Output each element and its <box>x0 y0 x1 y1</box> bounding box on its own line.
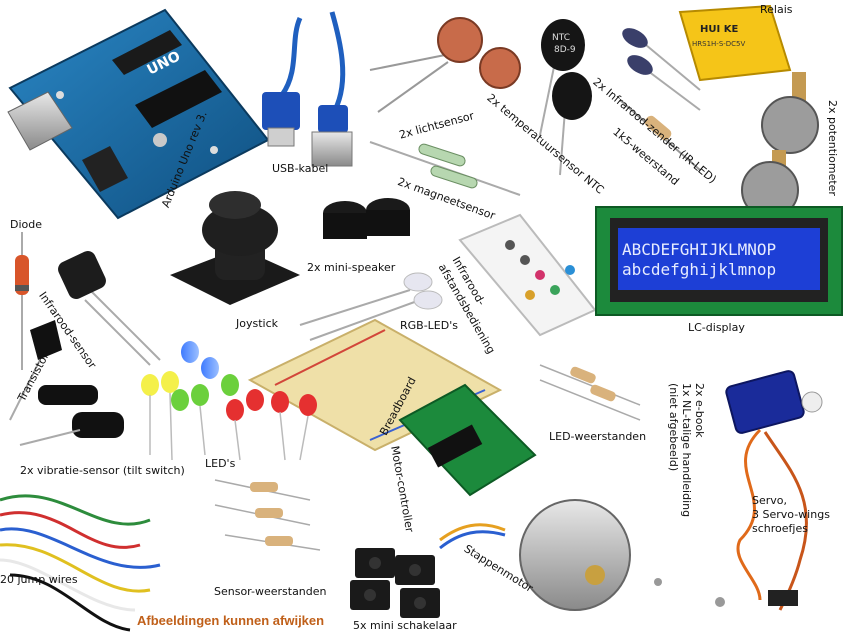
ntc-marking-top: NTC <box>552 33 570 43</box>
label-led-resistors: LED-weerstanden <box>549 430 647 443</box>
label-mini-speaker: 2x mini-speaker <box>307 261 396 274</box>
tilt-switch-image <box>19 385 124 446</box>
label-sensor-resistors: Sensor-weerstanden <box>214 585 327 598</box>
resistor-1k5-image <box>619 99 701 171</box>
ir-led-image <box>622 28 701 111</box>
transistor-image <box>9 320 62 421</box>
ir-remote-image <box>458 213 597 337</box>
label-servo-1: Servo, <box>752 494 788 507</box>
relay-model-marking: HRS1H-S-DC5V <box>692 40 746 48</box>
servo-image <box>725 370 823 611</box>
ldr-image <box>369 17 521 113</box>
lcd-line-2: abcdefghijklmnop <box>622 260 776 279</box>
ir-sensor-image <box>58 251 161 366</box>
ntc-marking-bottom: 8D-9 <box>554 45 576 55</box>
led-resistors-image <box>539 364 641 421</box>
label-servo-3: schroefjes <box>752 522 808 535</box>
label-joystick: Joystick <box>236 317 279 330</box>
label-ebook-1: 2x e-book <box>693 383 706 438</box>
stepper-motor-image <box>439 499 631 611</box>
label-ebook-2: 1x NL-talige handleiding <box>680 383 693 518</box>
label-push-buttons: 5x mini schakelaar <box>353 619 457 632</box>
lcd-line-1: ABCDEFGHIJKLMNOP <box>622 240 776 259</box>
label-diode: Diode <box>10 218 43 231</box>
reed-switch-image <box>369 141 521 196</box>
usb-cable-image <box>262 11 353 167</box>
led-cluster-image <box>141 341 317 461</box>
label-tilt-switch: 2x vibratie-sensor (tilt switch) <box>20 464 185 477</box>
relay-image: HUI KE HRS1H-S-DC5V <box>678 4 792 82</box>
label-potentiometer: 2x potentiometer <box>826 100 839 196</box>
arduino-board-image: UNO <box>7 8 270 220</box>
label-usb-cable: USB-kabel <box>272 162 329 175</box>
label-leds: LED's <box>205 457 236 470</box>
joystick-image <box>170 191 300 305</box>
label-jumper-wires: 20 jump wires <box>0 573 78 586</box>
disclaimer-text: Afbeeldingen kunnen afwijken <box>137 613 325 628</box>
label-servo-2: 3 Servo-wings <box>752 508 830 521</box>
label-relay: Relais <box>760 3 793 16</box>
relay-brand-marking: HUI KE <box>700 24 738 35</box>
push-buttons-image <box>350 548 440 618</box>
label-ebook-3: (niet afgebeeld) <box>667 383 680 472</box>
motor-controller-image <box>398 383 537 497</box>
rgb-led-image <box>299 272 443 341</box>
ntc-thermistor-image: NTC 8D-9 <box>539 19 592 176</box>
screws-image <box>654 578 725 607</box>
label-lcd-display: LC-display <box>688 321 745 334</box>
mini-speaker-image <box>323 198 410 239</box>
lcd-display-image: ABCDEFGHIJKLMNOP abcdefghijklmnop <box>595 206 843 316</box>
jumper-wires-image <box>0 494 161 632</box>
sensor-resistors-image <box>214 479 321 551</box>
diode-image <box>15 232 29 370</box>
potentiometer-image <box>741 72 819 219</box>
label-rgb-led: RGB-LED's <box>400 319 458 332</box>
